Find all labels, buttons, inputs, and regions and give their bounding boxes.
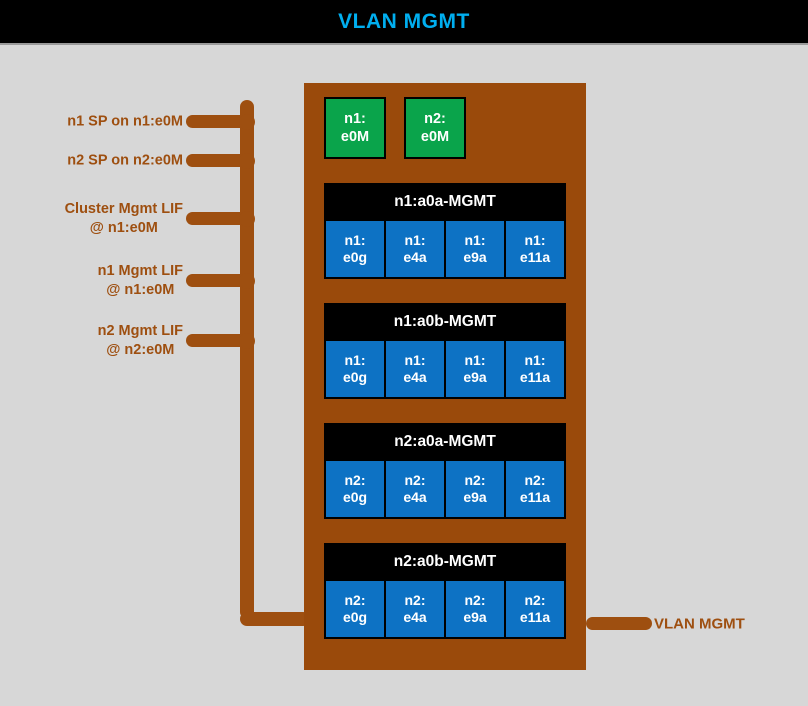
label-n2-mgmt-lif: n2 Mgmt LIF @ n2:e0M <box>97 323 183 358</box>
port-line2: e11a <box>519 489 551 505</box>
port-line2: e4a <box>403 489 427 505</box>
vertical-bus-line <box>240 100 254 619</box>
port-line1: n2: <box>524 592 546 608</box>
port-line1: n2: <box>344 592 366 608</box>
label-vlan-mgmt-right: VLAN MGMT <box>654 615 745 633</box>
port-n2-e9a-a0b: n2: e9a <box>444 581 504 639</box>
lacp-group-n2-a0a-header: n2:a0a-MGMT <box>324 423 566 461</box>
port-n2-e4a-a0b: n2: e4a <box>384 581 444 639</box>
lacp-group-n1-a0a-ports: n1: e0g n1: e4a n1: e9a n1: e11a <box>324 221 566 279</box>
port-line2: e11a <box>519 609 551 625</box>
port-line2: e0g <box>342 369 368 385</box>
lacp-group-n2-a0b: n2:a0b-MGMT n2: e0g n2: e4a n2: e9a n2: … <box>324 543 566 639</box>
port-n1-e4a-a0a: n1: e4a <box>384 221 444 279</box>
e0m-port-n2: n2: e0M <box>404 97 466 159</box>
port-line2: e0g <box>342 249 368 265</box>
port-n2-e11a-a0b: n2: e11a <box>504 581 566 639</box>
e0m-port-n1-line2: e0M <box>340 129 370 145</box>
port-line2: e9a <box>463 369 487 385</box>
port-n1-e0g-a0a: n1: e0g <box>324 221 384 279</box>
port-n1-e0g-a0b: n1: e0g <box>324 341 384 399</box>
port-line1: n2: <box>344 472 366 488</box>
port-line1: n1: <box>524 232 546 248</box>
port-line2: e0g <box>342 489 368 505</box>
port-line1: n1: <box>464 352 486 368</box>
port-line1: n2: <box>404 592 426 608</box>
port-n1-e11a-a0b: n1: e11a <box>504 341 566 399</box>
bus-bottom-connector <box>240 612 310 626</box>
lacp-group-n1-a0a: n1:a0a-MGMT n1: e0g n1: e4a n1: e9a n1: … <box>324 183 566 279</box>
e0m-port-n1-line1: n1: <box>344 111 366 127</box>
port-line1: n1: <box>404 352 426 368</box>
lacp-group-n1-a0b-header: n1:a0b-MGMT <box>324 303 566 341</box>
port-n2-e0g-a0b: n2: e0g <box>324 581 384 639</box>
port-line2: e9a <box>463 489 487 505</box>
label-n1-mgmt-lif: n1 Mgmt LIF @ n1:e0M <box>97 263 183 298</box>
e0m-port-n1: n1: e0M <box>324 97 386 159</box>
e0m-port-n2-line1: n2: <box>424 111 446 127</box>
lacp-group-n1-a0a-header: n1:a0a-MGMT <box>324 183 566 221</box>
port-n1-e4a-a0b: n1: e4a <box>384 341 444 399</box>
port-line1: n1: <box>344 352 366 368</box>
bus-junction-4 <box>239 273 255 289</box>
port-line1: n1: <box>404 232 426 248</box>
page-title: VLAN MGMT <box>338 9 470 33</box>
port-line2: e9a <box>463 609 487 625</box>
lacp-group-n1-a0b: n1:a0b-MGMT n1: e0g n1: e4a n1: e9a n1: … <box>324 303 566 399</box>
port-line1: n2: <box>404 472 426 488</box>
port-line1: n1: <box>464 232 486 248</box>
port-line1: n2: <box>464 472 486 488</box>
bus-junction-3 <box>239 211 255 227</box>
lacp-group-n2-a0b-header: n2:a0b-MGMT <box>324 543 566 581</box>
label-connector-5 <box>186 334 248 347</box>
label-connector-3 <box>186 212 248 225</box>
port-n2-e0g-a0a: n2: e0g <box>324 461 384 519</box>
right-connector-line <box>586 617 652 630</box>
port-n1-e9a-a0a: n1: e9a <box>444 221 504 279</box>
label-n2-sp: n2 SP on n2:e0M <box>67 152 183 169</box>
port-n2-e4a-a0a: n2: e4a <box>384 461 444 519</box>
port-line2: e0g <box>342 609 368 625</box>
bus-junction-1 <box>239 114 255 130</box>
label-connector-1 <box>186 115 248 128</box>
port-line2: e4a <box>403 369 427 385</box>
lacp-group-n2-a0b-ports: n2: e0g n2: e4a n2: e9a n2: e11a <box>324 581 566 639</box>
e0m-port-row: n1: e0M n2: e0M <box>324 97 466 159</box>
chassis-container: n1: e0M n2: e0M n1:a0a-MGMT n1: e0g n1: … <box>304 83 586 670</box>
lacp-group-n1-a0b-ports: n1: e0g n1: e4a n1: e9a n1: e11a <box>324 341 566 399</box>
diagram-canvas: n1 SP on n1:e0M n2 SP on n2:e0M Cluster … <box>0 47 808 706</box>
port-line2: e9a <box>463 249 487 265</box>
port-line2: e4a <box>403 609 427 625</box>
label-n1-sp: n1 SP on n1:e0M <box>67 113 183 130</box>
port-line1: n2: <box>524 472 546 488</box>
lacp-group-n2-a0a-ports: n2: e0g n2: e4a n2: e9a n2: e11a <box>324 461 566 519</box>
port-line1: n2: <box>464 592 486 608</box>
port-line2: e11a <box>519 369 551 385</box>
port-line2: e4a <box>403 249 427 265</box>
title-bar: VLAN MGMT <box>0 0 808 45</box>
label-connector-4 <box>186 274 248 287</box>
bus-junction-5 <box>239 333 255 349</box>
port-line1: n1: <box>524 352 546 368</box>
port-n1-e11a-a0a: n1: e11a <box>504 221 566 279</box>
port-n1-e9a-a0b: n1: e9a <box>444 341 504 399</box>
lacp-group-n2-a0a: n2:a0a-MGMT n2: e0g n2: e4a n2: e9a n2: … <box>324 423 566 519</box>
label-connector-2 <box>186 154 248 167</box>
bus-junction-2 <box>239 153 255 169</box>
port-line2: e11a <box>519 249 551 265</box>
port-n2-e9a-a0a: n2: e9a <box>444 461 504 519</box>
port-line1: n1: <box>344 232 366 248</box>
port-n2-e11a-a0a: n2: e11a <box>504 461 566 519</box>
e0m-port-n2-line2: e0M <box>420 129 450 145</box>
label-cluster-mgmt-lif: Cluster Mgmt LIF @ n1:e0M <box>64 201 183 236</box>
